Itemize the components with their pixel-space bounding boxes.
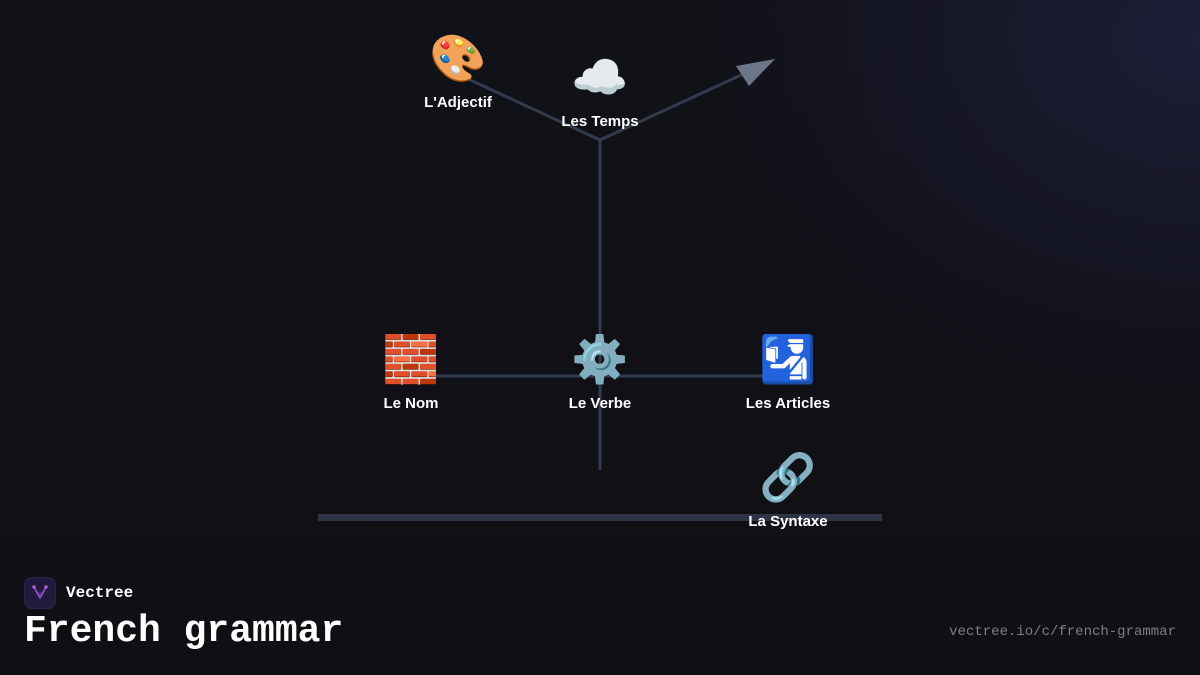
page-title: French grammar xyxy=(24,610,344,653)
node-temps[interactable]: ☁️ Les Temps xyxy=(530,49,670,130)
page-url[interactable]: vectree.io/c/french-grammar xyxy=(949,624,1176,640)
passport-control-icon: 🛂 xyxy=(759,332,817,386)
node-articles[interactable]: 🛂 Les Articles xyxy=(718,331,858,412)
palette-icon: 🎨 xyxy=(429,31,487,85)
link-icon: 🔗 xyxy=(759,450,817,504)
node-nom[interactable]: 🧱 Le Nom xyxy=(341,331,481,412)
brand[interactable]: Vectree xyxy=(24,577,133,609)
node-label: Le Nom xyxy=(383,395,439,412)
arrow-head xyxy=(736,59,775,86)
cloud-icon: ☁️ xyxy=(571,50,629,104)
branch-edge-adjectif xyxy=(465,76,601,142)
brand-name: Vectree xyxy=(66,584,134,602)
node-label: Les Articles xyxy=(745,395,831,412)
node-verbe[interactable]: ⚙️ Le Verbe xyxy=(530,331,670,412)
node-label: Le Verbe xyxy=(568,395,632,412)
ground-bar xyxy=(318,514,882,521)
node-adjectif[interactable]: 🎨 L'Adjectif xyxy=(388,30,528,111)
node-label: L'Adjectif xyxy=(424,94,492,111)
gear-icon: ⚙️ xyxy=(571,332,629,386)
node-label: La Syntaxe xyxy=(748,513,828,530)
node-syntaxe[interactable]: 🔗 La Syntaxe xyxy=(718,449,858,530)
node-label: Les Temps xyxy=(561,113,639,130)
vectree-logo-icon xyxy=(24,577,56,609)
brick-icon: 🧱 xyxy=(382,332,440,386)
branch-edge-arrow xyxy=(599,68,753,142)
